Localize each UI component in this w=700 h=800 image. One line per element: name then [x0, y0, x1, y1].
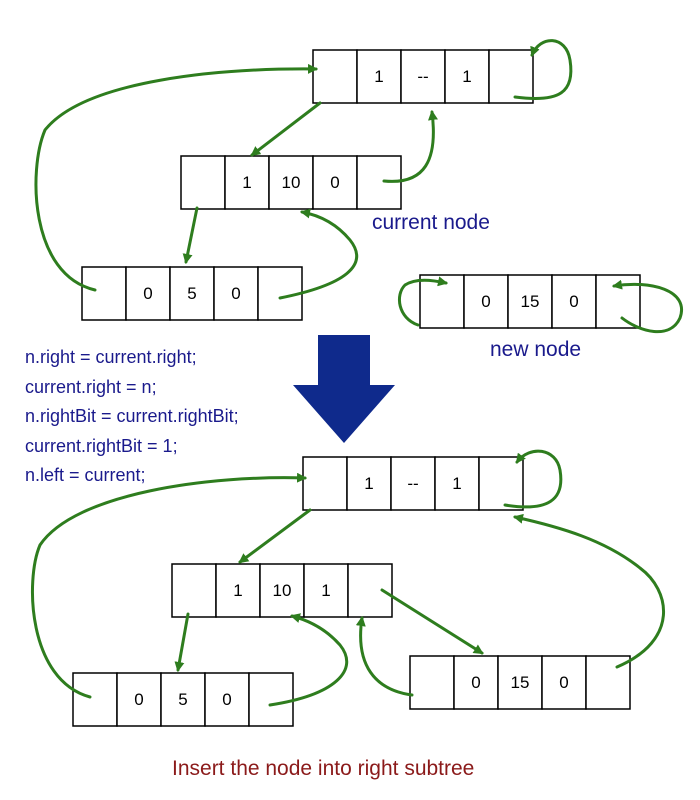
node-cell-value: 5: [178, 690, 187, 709]
node-cell: [204, 672, 250, 727]
arrow-current-right-to-new-node: [380, 588, 484, 655]
node-cell: [390, 456, 436, 511]
node-cell-value: 1: [462, 67, 471, 86]
node-cell-value: 1: [364, 474, 373, 493]
node-cell: [497, 655, 543, 710]
code-block: n.right = current.right; current.right =…: [25, 343, 239, 491]
node-cell-value: 0: [231, 284, 240, 303]
arrow-head-to-current: [250, 101, 322, 157]
current-node-label: current node: [372, 211, 490, 234]
node-cell-value: 0: [330, 173, 339, 192]
node-cell-value: 15: [521, 292, 540, 311]
node-head-before: 1 -- 1: [312, 49, 534, 104]
node-cell: [302, 456, 348, 511]
node-cell: [434, 456, 480, 511]
node-cell: [453, 655, 499, 710]
arrow-left-child-left-thread-to-head-after: [31, 472, 307, 699]
code-line: current.right = n;: [25, 376, 157, 397]
code-line: n.rightBit = current.rightBit;: [25, 406, 239, 426]
arrow-new-node-right-self: [612, 279, 684, 334]
node-head-after: 1 -- 1: [302, 456, 524, 511]
node-cell: [171, 563, 217, 618]
node-cell-value: 1: [233, 581, 242, 600]
node-new-before: 0 15 0: [419, 274, 641, 329]
node-cell: [169, 266, 215, 321]
node-cell-value: 5: [187, 284, 196, 303]
arrow-head-self-thread: [513, 39, 573, 101]
node-cell-value: 1: [452, 474, 461, 493]
node-left-child-after: 0 5 0: [72, 672, 294, 727]
node-cell-value: 0: [471, 673, 480, 692]
node-cell: [248, 672, 294, 727]
arrow-current-right-thread-to-head: [382, 110, 438, 183]
arrow-left-child-right-thread-to-current: [278, 208, 359, 300]
node-new-after: 0 15 0: [409, 655, 631, 710]
node-cell-value: 0: [481, 292, 490, 311]
node-cell-value: 0: [134, 690, 143, 709]
node-cell: [257, 266, 303, 321]
code-line: n.right = current.right;: [25, 347, 197, 367]
transform-down-arrow: [293, 335, 395, 443]
node-cell-value: --: [407, 474, 418, 493]
node-cell-value: 15: [511, 673, 530, 692]
arrow-head-to-current-after: [238, 508, 312, 564]
node-cell: [541, 655, 587, 710]
node-cell: [356, 49, 402, 104]
arrow-head-self-thread-after: [503, 449, 563, 509]
after-arrows: [31, 449, 666, 707]
node-cell: [72, 672, 118, 727]
node-current-before: 1 10 0: [180, 155, 402, 210]
node-left-child-before: 0 5 0: [81, 266, 303, 321]
node-cell: [419, 274, 465, 329]
arrow-left-child-right-thread-to-current-after: [268, 613, 349, 707]
node-cell: [346, 456, 392, 511]
node-current-after: 1 10 1: [171, 563, 393, 618]
node-cell: [81, 266, 127, 321]
code-line: current.rightBit = 1;: [25, 435, 178, 456]
node-cell-value: 1: [374, 67, 383, 86]
node-cell: [125, 266, 171, 321]
node-cell: [213, 266, 259, 321]
node-cell: [551, 274, 597, 329]
arrow-current-to-left-child-after: [174, 612, 190, 672]
node-cell-value: 0: [143, 284, 152, 303]
arrow-left-child-left-thread-to-head: [34, 63, 318, 292]
arrow-current-to-left-child: [182, 206, 199, 264]
code-line: n.left = current;: [25, 465, 146, 485]
node-cell: [507, 274, 553, 329]
before-arrows: [34, 39, 684, 334]
node-cell: [409, 655, 455, 710]
new-node-label: new node: [490, 338, 582, 361]
node-cell: [312, 49, 358, 104]
arrow-new-node-left-thread-to-current: [355, 616, 414, 697]
node-cell: [259, 563, 305, 618]
node-cell-value: --: [417, 67, 428, 86]
node-cell: [444, 49, 490, 104]
node-cell: [180, 155, 226, 210]
node-cell-value: 1: [321, 581, 330, 600]
node-cell: [478, 456, 524, 511]
node-cell: [268, 155, 314, 210]
caption: Insert the node into right subtree: [172, 757, 475, 780]
node-cell-value: 10: [282, 173, 301, 192]
node-cell-value: 1: [242, 173, 251, 192]
arrow-new-node-right-thread-to-head: [513, 513, 666, 669]
node-cell-value: 0: [559, 673, 568, 692]
node-cell-value: 0: [222, 690, 231, 709]
node-cell: [488, 49, 534, 104]
node-cell: [312, 155, 358, 210]
arrow-new-node-left-self: [397, 276, 448, 327]
node-cell: [215, 563, 261, 618]
node-cell-value: 0: [569, 292, 578, 311]
node-cell-value: 10: [273, 581, 292, 600]
